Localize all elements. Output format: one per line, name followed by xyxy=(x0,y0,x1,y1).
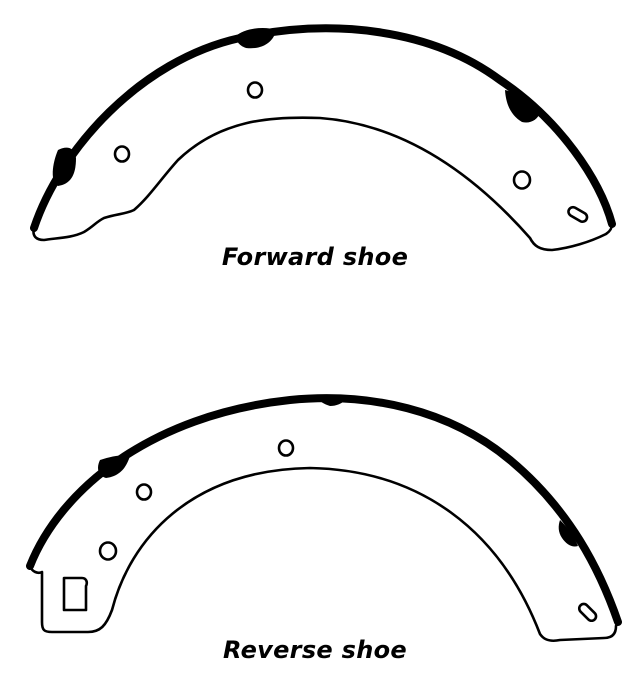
reverse-shoe-caption: Reverse shoe xyxy=(223,636,407,664)
forward-shoe-drawing xyxy=(30,24,616,252)
reverse-shoe-figure: Reverse shoe xyxy=(0,360,630,677)
rivet-hole-icon xyxy=(135,483,153,501)
rivet-hole-icon xyxy=(512,170,532,190)
reverse-shoe-drawing xyxy=(26,394,622,643)
rivet-hole-icon xyxy=(98,541,118,561)
rivet-hole-icon xyxy=(246,81,264,99)
forward-shoe-figure: Forward shoe xyxy=(0,0,630,290)
forward-shoe-caption: Forward shoe xyxy=(221,243,409,271)
rivet-hole-icon xyxy=(277,439,295,457)
slot-hole-icon xyxy=(577,602,598,623)
square-cutout-icon xyxy=(62,576,89,612)
rivet-hole-icon xyxy=(113,145,131,163)
slot-hole-icon xyxy=(567,205,589,223)
